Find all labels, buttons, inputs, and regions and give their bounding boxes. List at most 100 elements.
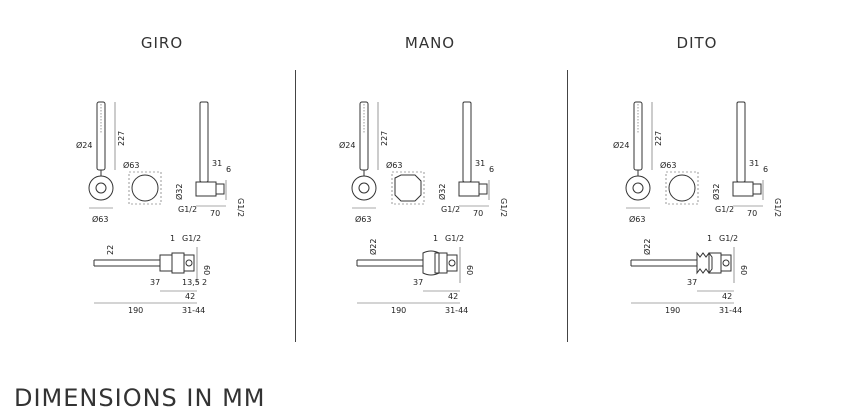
elbow-outlet [478,183,488,195]
label-g12-top: G1/2 [719,234,738,243]
label-g12-top: G1/2 [182,234,201,243]
label-60: 60 [202,265,211,275]
label-227: 227 [380,131,389,146]
valve-outlet-side [183,254,195,272]
label-70: 70 [747,209,757,218]
label-42: 42 [448,292,458,301]
handshower-side [462,101,472,183]
valve-body-side [171,252,185,274]
label-3144: 31-44 [719,306,742,315]
valve-handle-round [131,174,159,202]
label-d63-front: Ø63 [355,214,371,224]
label-g12: G1/2 [441,205,460,214]
elbow-outlet [752,183,762,195]
label-37: 37 [413,278,423,287]
holder-core [95,182,107,194]
valve-outlet-side [446,254,458,272]
label-g12: G1/2 [178,205,197,214]
label-31: 31 [212,159,222,168]
label-g12-vert: G1/2 [236,198,245,217]
label-d63-valve: Ø63 [123,160,139,170]
label-31: 31 [475,159,485,168]
handshower-side [736,101,746,183]
divider-right [567,70,568,342]
holder-ring [625,175,651,201]
label-g12-top: G1/2 [445,234,464,243]
label-g12-vert: G1/2 [773,198,782,217]
label-d32: Ø32 [174,184,184,200]
handle-square-side [422,250,440,276]
handle-knurled [696,251,713,275]
label-d24: Ø24 [613,140,629,150]
valve-body-side [434,252,448,274]
label-d24: Ø24 [339,140,355,150]
dimensions-caption: DIMENSIONS IN MM [14,384,266,412]
label-31: 31 [749,159,759,168]
label-6: 6 [489,165,494,174]
label-6: 6 [226,165,231,174]
title-dito: DITO [676,34,718,52]
label-d32: Ø32 [437,184,447,200]
label-60: 60 [739,265,748,275]
elbow-body [732,181,754,197]
valve-cover-frame [665,171,699,205]
label-37: 37 [150,278,160,287]
label-135: 13,5 [182,278,200,287]
valve-cover-frame [128,171,162,205]
label-1: 1 [707,234,712,243]
label-227: 227 [654,131,663,146]
label-d22: Ø22 [368,239,378,255]
label-g12-vert: G1/2 [499,198,508,217]
label-3144: 31-44 [445,306,468,315]
valve-handle-round [668,174,696,202]
label-d32: Ø32 [711,184,721,200]
holder-core [632,182,644,194]
label-d22: 22 [106,245,115,255]
label-42: 42 [722,292,732,301]
valve-cover-frame [391,171,425,205]
holder-core [358,182,370,194]
elbow-outlet [215,183,225,195]
elbow-body [195,181,217,197]
label-190: 190 [665,306,680,315]
valve-outlet-hole [185,259,193,267]
elbow-body [458,181,480,197]
label-2: 2 [202,278,207,287]
handshower-front [359,101,369,171]
label-1: 1 [170,234,175,243]
divider-left [295,70,296,342]
valve-handle-square [394,174,422,202]
holder-ring [88,175,114,201]
label-190: 190 [391,306,406,315]
label-37: 37 [687,278,697,287]
label-1: 1 [433,234,438,243]
handshower-front [633,101,643,171]
handshower-side [199,101,209,183]
label-d24: Ø24 [76,140,92,150]
label-d63-valve: Ø63 [386,160,402,170]
title-mano: MANO [404,34,456,52]
label-d63-front: Ø63 [92,214,108,224]
label-d63-valve: Ø63 [660,160,676,170]
title-giro: GIRO [140,34,184,52]
valve-outlet-hole [722,259,730,267]
label-60: 60 [465,265,474,275]
valve-outlet-side [720,254,732,272]
label-227: 227 [117,131,126,146]
handshower-front [96,101,106,171]
label-190: 190 [128,306,143,315]
handle-round-side [159,254,173,272]
label-6: 6 [763,165,768,174]
label-d63-front: Ø63 [629,214,645,224]
valve-outlet-hole [448,259,456,267]
label-70: 70 [210,209,220,218]
label-d22: Ø22 [642,239,652,255]
label-3144: 31-44 [182,306,205,315]
label-70: 70 [473,209,483,218]
label-42: 42 [185,292,195,301]
holder-ring [351,175,377,201]
label-g12: G1/2 [715,205,734,214]
